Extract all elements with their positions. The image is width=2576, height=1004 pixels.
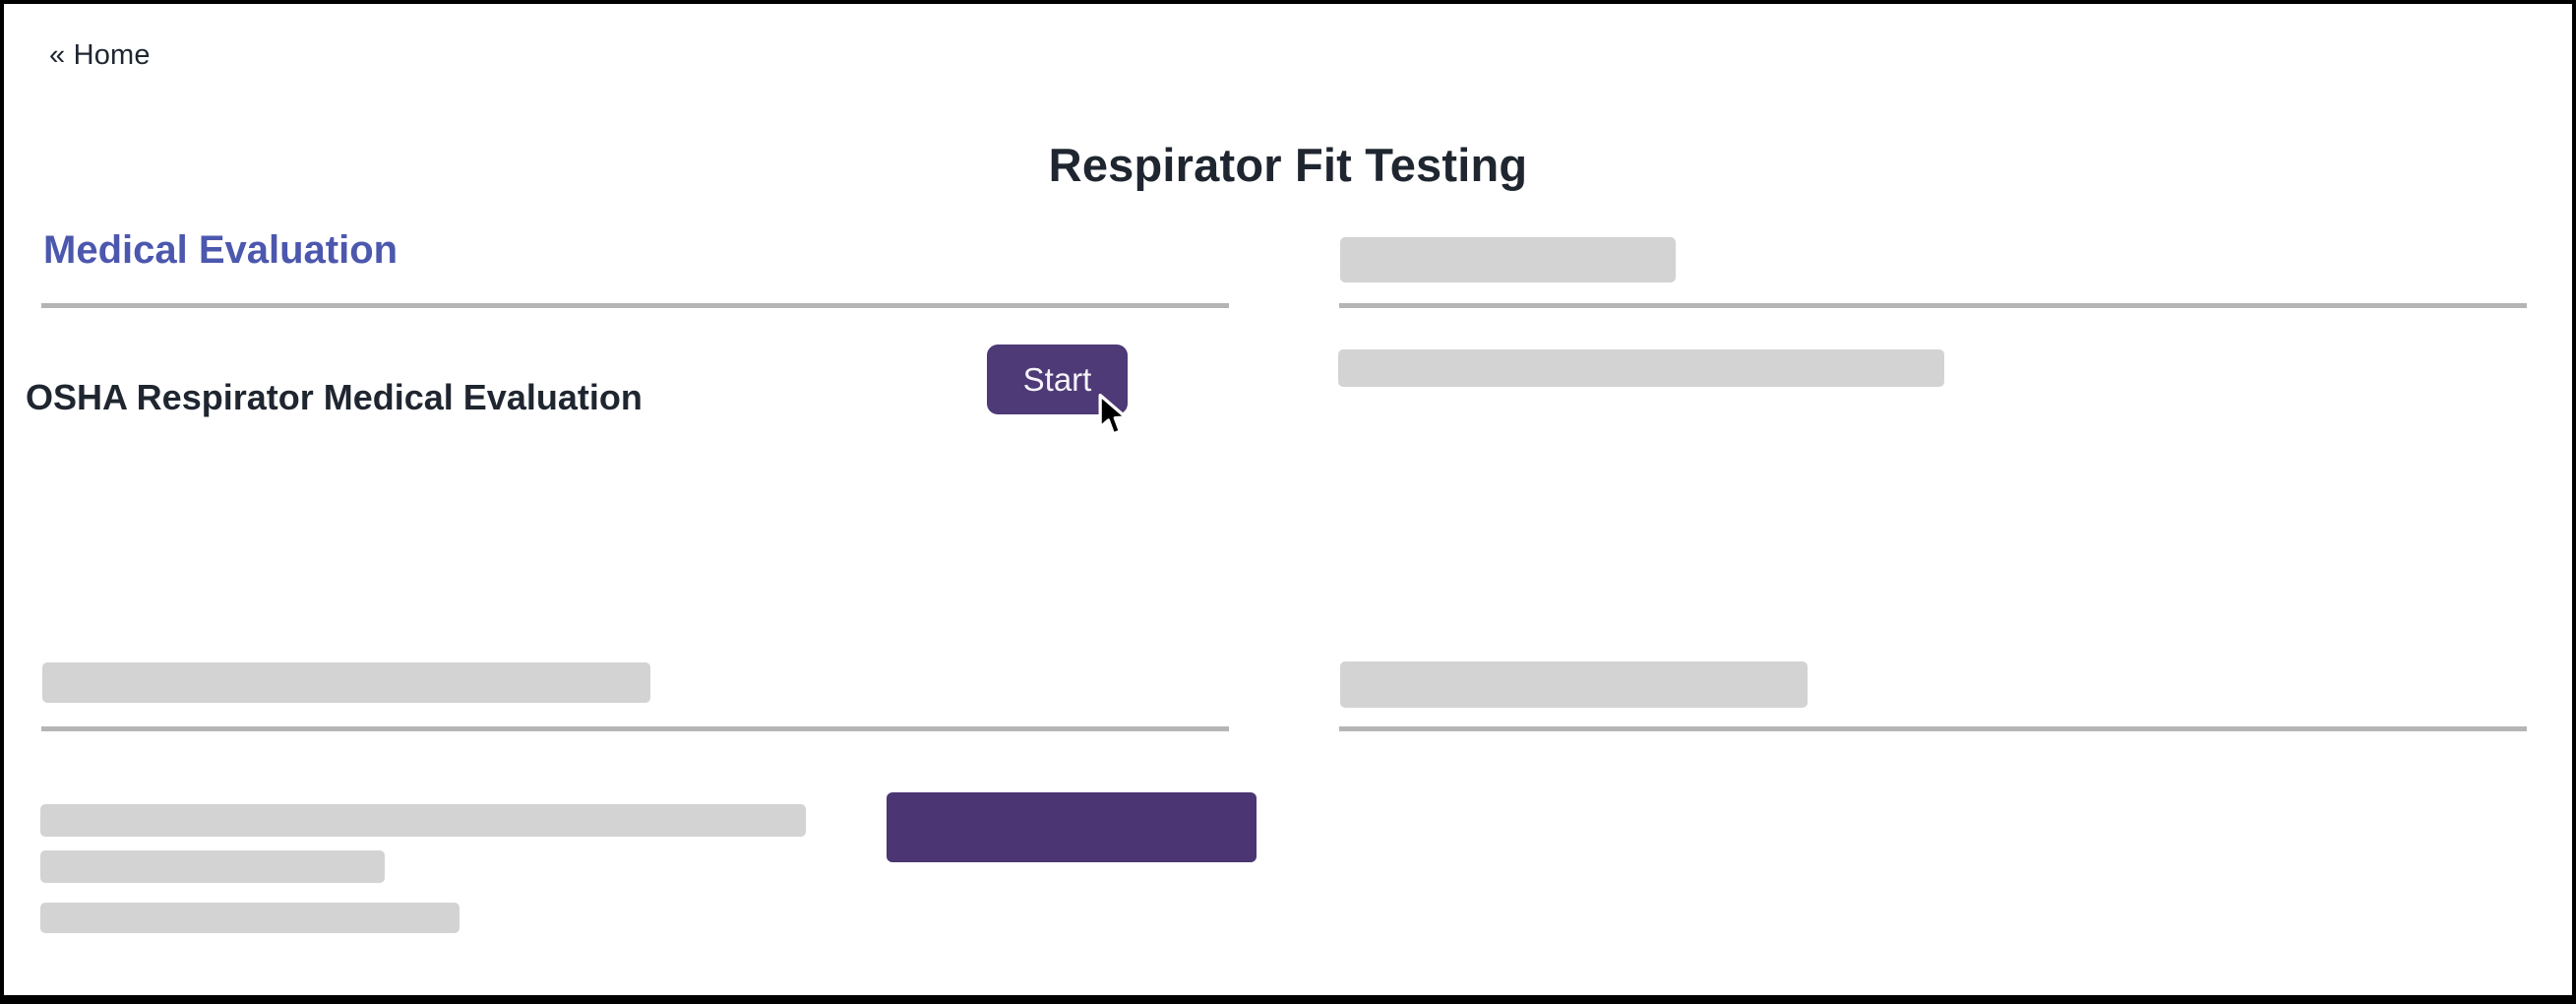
section-heading-medical-evaluation: Medical Evaluation [43,228,399,272]
section-divider [41,726,1229,731]
osha-evaluation-label: OSHA Respirator Medical Evaluation [26,377,643,417]
section-divider [1339,303,2527,308]
redacted-section-heading [42,662,650,703]
redacted-section-heading [1340,661,1808,708]
section-divider [1339,726,2527,731]
redacted-section-heading [1340,237,1676,282]
home-back-link[interactable]: « Home [49,39,151,71]
section-divider [41,303,1229,308]
redacted-item-label [1338,349,1944,387]
redacted-item-label [40,804,806,837]
redacted-item-label [40,850,385,883]
page-title: Respirator Fit Testing [1048,139,1528,191]
start-button[interactable]: Start [987,345,1128,414]
redacted-item-label [40,903,460,933]
redacted-action-button[interactable] [887,792,1257,862]
